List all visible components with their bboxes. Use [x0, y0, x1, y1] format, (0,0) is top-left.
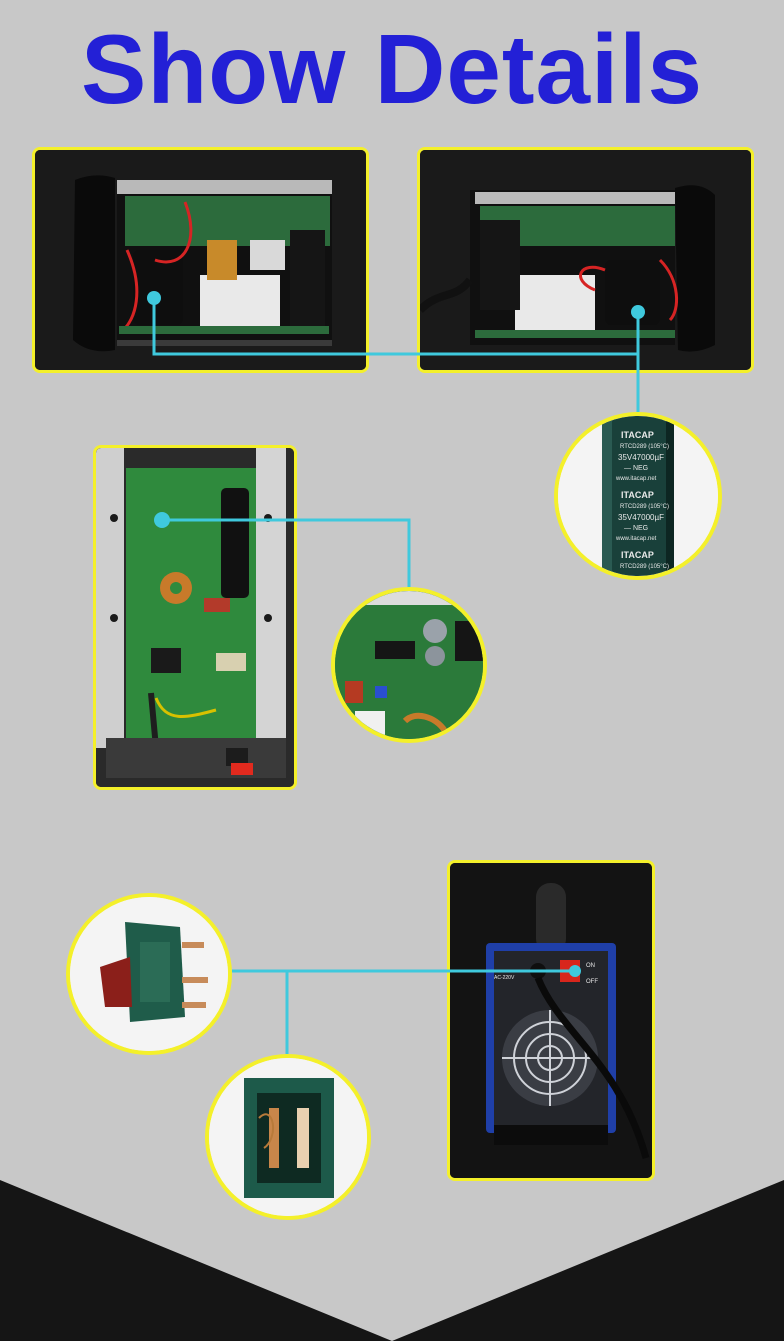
capacitor-polarity-2: — NEG	[624, 525, 648, 532]
marker-right-capacitor	[631, 305, 645, 319]
photo-welder-interior-right	[417, 147, 754, 373]
circle-switch-back-closeup	[205, 1054, 371, 1220]
circle-capacitor-closeup: ITACAP RTCD289 (105°C) 35V47000µF — NEG …	[554, 412, 722, 580]
switch-off-label: OFF	[586, 979, 598, 985]
capacitor-rating-1: 35V47000µF	[618, 453, 664, 462]
switch-on-label: ON	[586, 963, 595, 969]
capacitor-series-1: RTCD289 (105°C)	[620, 444, 669, 450]
capacitor-series-3: RTCD289 (105°C)	[620, 564, 669, 570]
capacitor-polarity-1: — NEG	[624, 465, 648, 472]
capacitor-url-1: www.itacap.net	[615, 476, 657, 482]
page-title: Show Details	[81, 14, 703, 124]
capacitor-url-2: www.itacap.net	[615, 536, 657, 542]
capacitor-brand-2: ITACAP	[621, 490, 654, 500]
input-voltage-label: AC-220V	[494, 975, 515, 981]
marker-left-capacitor	[147, 291, 161, 305]
capacitor-rating-2: 35V47000µF	[618, 513, 664, 522]
capacitor-brand-3: ITACAP	[621, 550, 654, 560]
photo-pcb-board-vertical	[93, 445, 297, 790]
capacitor-brand-1: ITACAP	[621, 430, 654, 440]
marker-pcb-chip	[154, 512, 170, 528]
circle-pcb-closeup	[331, 587, 487, 743]
photo-welder-back-panel: ON OFF AC-220V	[447, 860, 655, 1181]
circle-rocker-switch-closeup	[66, 893, 232, 1055]
marker-power-switch	[569, 965, 581, 977]
capacitor-series-2: RTCD289 (105°C)	[620, 504, 669, 510]
